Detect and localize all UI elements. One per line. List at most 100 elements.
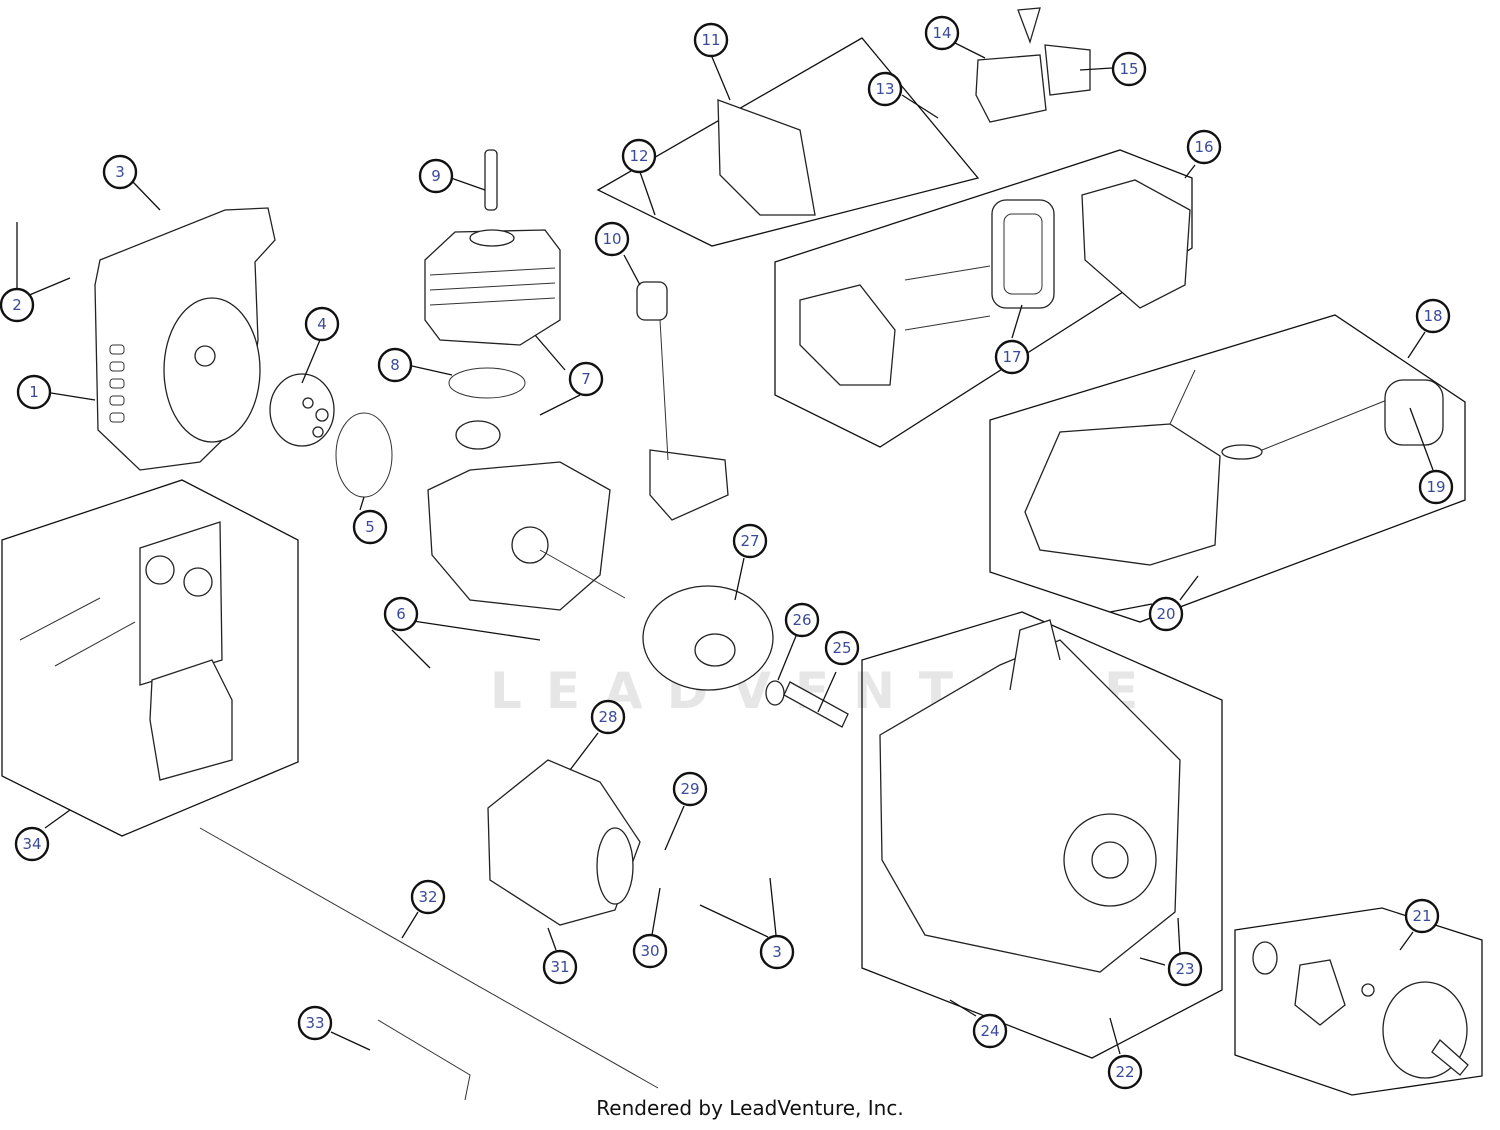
- callout-31[interactable]: 31: [542, 949, 578, 985]
- svg-text:11: 11: [701, 31, 720, 49]
- callout-34[interactable]: 34: [14, 826, 50, 862]
- starter-housing-part: [94, 207, 276, 471]
- callout-15[interactable]: 15: [1111, 51, 1147, 87]
- callout-27[interactable]: 27: [732, 523, 768, 559]
- callout-5[interactable]: 5: [352, 509, 388, 545]
- cylinder-gasket-ring: [448, 367, 526, 399]
- callout-1[interactable]: 1: [16, 374, 52, 410]
- callout-19[interactable]: 19: [1418, 469, 1454, 505]
- callout-13[interactable]: 13: [867, 71, 903, 107]
- callout-20[interactable]: 20: [1148, 596, 1184, 632]
- engine-cover-part: [879, 619, 1181, 973]
- svg-text:31: 31: [550, 958, 569, 976]
- flywheel-part: [642, 585, 774, 691]
- box-kit-11: [596, 37, 980, 247]
- callout-3[interactable]: 3: [102, 154, 138, 190]
- callout-4[interactable]: 4: [304, 306, 340, 342]
- svg-text:19: 19: [1426, 478, 1445, 496]
- svg-text:28: 28: [598, 708, 617, 726]
- box-kit-34: [1, 479, 299, 837]
- footer-credit: Rendered by LeadVenture, Inc.: [596, 1096, 904, 1120]
- fan-housing-part: [487, 759, 641, 926]
- carburetor-adapter-part: [717, 99, 816, 216]
- callout-24[interactable]: 24: [972, 1013, 1008, 1049]
- washer-part: [765, 680, 785, 706]
- svg-text:29: 29: [680, 780, 699, 798]
- svg-text:24: 24: [980, 1022, 999, 1040]
- leader-lines: [16, 42, 1434, 1055]
- svg-text:32: 32: [418, 888, 437, 906]
- carburetor-part: [975, 7, 1091, 123]
- callout-28[interactable]: 28: [590, 699, 626, 735]
- svg-text:26: 26: [792, 611, 811, 629]
- gasket-ring: [335, 412, 393, 498]
- svg-text:23: 23: [1175, 960, 1194, 978]
- svg-text:12: 12: [629, 147, 648, 165]
- box-kit-16: [774, 149, 1193, 448]
- callout-11[interactable]: 11: [693, 22, 729, 58]
- svg-text:8: 8: [390, 356, 400, 374]
- svg-text:6: 6: [396, 605, 406, 623]
- callout-8[interactable]: 8: [377, 347, 413, 383]
- svg-text:33: 33: [305, 1014, 324, 1032]
- callout-17[interactable]: 17: [994, 339, 1030, 375]
- svg-text:27: 27: [740, 532, 759, 550]
- pin-part: [783, 681, 849, 728]
- svg-text:4: 4: [317, 315, 327, 333]
- svg-text:3: 3: [115, 163, 125, 181]
- callout-7[interactable]: 7: [568, 361, 604, 397]
- svg-text:10: 10: [602, 230, 621, 248]
- svg-text:15: 15: [1119, 60, 1138, 78]
- callout-22[interactable]: 22: [1107, 1054, 1143, 1090]
- callout-23[interactable]: 23: [1167, 951, 1203, 987]
- svg-text:25: 25: [832, 639, 851, 657]
- air-filter-parts: [799, 179, 1191, 386]
- muffler-parts: [19, 521, 233, 781]
- svg-text:14: 14: [932, 24, 951, 42]
- svg-text:5: 5: [365, 518, 375, 536]
- box-kit-21: [1234, 907, 1483, 1096]
- svg-text:1: 1: [29, 383, 39, 401]
- callout-21[interactable]: 21: [1404, 898, 1440, 934]
- ignition-module-part: [636, 281, 729, 521]
- callout-25[interactable]: 25: [824, 630, 860, 666]
- svg-text:30: 30: [640, 942, 659, 960]
- callout-3b[interactable]: 3: [759, 934, 795, 970]
- svg-text:34: 34: [22, 835, 41, 853]
- svg-text:9: 9: [431, 167, 441, 185]
- callout-30[interactable]: 30: [632, 933, 668, 969]
- throttle-cable-part: [199, 827, 659, 1101]
- svg-text:17: 17: [1002, 348, 1021, 366]
- callout-12[interactable]: 12: [621, 138, 657, 174]
- callout-18[interactable]: 18: [1415, 298, 1451, 334]
- callout-10[interactable]: 10: [594, 221, 630, 257]
- cylinder-part: [424, 229, 561, 346]
- callout-33[interactable]: 33: [297, 1005, 333, 1041]
- spark-plug-part: [484, 149, 498, 211]
- callouts: 1 2 3 4 5 6 7 8 9 10 11 12 13 14 15 16 1…: [0, 15, 1454, 1090]
- clutch-parts: [1252, 941, 1469, 1079]
- svg-text:21: 21: [1412, 907, 1431, 925]
- callout-14[interactable]: 14: [924, 15, 960, 51]
- svg-text:2: 2: [12, 296, 22, 314]
- recoil-pulley-part: [269, 373, 335, 447]
- fuel-tank-part: [1024, 369, 1444, 566]
- callout-9[interactable]: 9: [418, 158, 454, 194]
- callout-26[interactable]: 26: [784, 602, 820, 638]
- svg-text:13: 13: [875, 80, 894, 98]
- box-kit-22: [861, 611, 1223, 1059]
- svg-text:3: 3: [772, 943, 782, 961]
- svg-text:18: 18: [1423, 307, 1442, 325]
- callout-16[interactable]: 16: [1186, 129, 1222, 165]
- svg-text:22: 22: [1115, 1063, 1134, 1081]
- callout-6[interactable]: 6: [383, 596, 419, 632]
- crankcase-part: [427, 420, 626, 611]
- svg-text:16: 16: [1194, 138, 1213, 156]
- callout-2[interactable]: 2: [0, 287, 35, 323]
- callout-29[interactable]: 29: [672, 771, 708, 807]
- svg-text:20: 20: [1156, 605, 1175, 623]
- box-kit-18: [989, 314, 1466, 623]
- svg-text:7: 7: [581, 370, 591, 388]
- callout-32[interactable]: 32: [410, 879, 446, 915]
